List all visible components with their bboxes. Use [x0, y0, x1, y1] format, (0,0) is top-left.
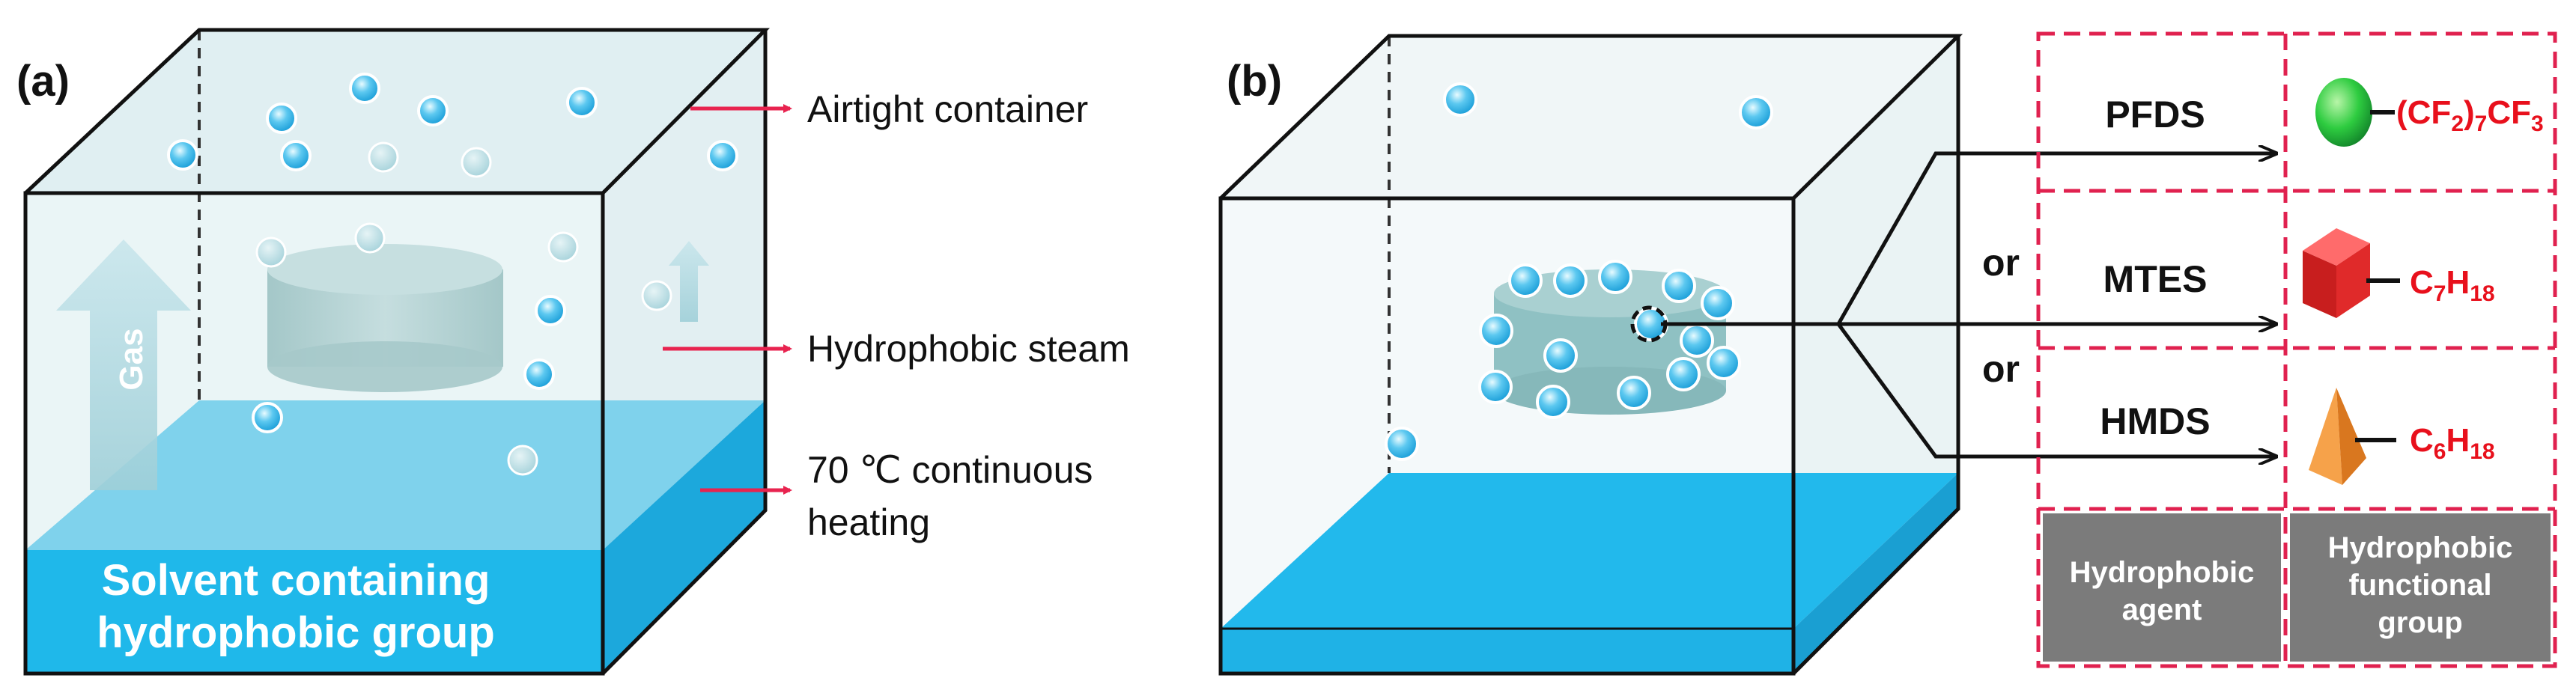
annotation-heating-line1: 70 ℃ continuous [807, 449, 1093, 491]
annotation-airtight: Airtight container [807, 88, 1088, 130]
orange-pyramid-icon [2309, 388, 2366, 485]
pfds-formula: (CF2)7CF3 [2396, 94, 2544, 136]
red-cube-icon [2303, 228, 2370, 318]
green-sphere-icon [2315, 78, 2372, 147]
vapor-droplets-b [1385, 82, 1773, 461]
container-a-top-face [25, 30, 765, 193]
or-label-1: or [1982, 242, 2020, 284]
gas-arrow-large [56, 239, 191, 490]
solvent-liquid-side [603, 400, 765, 674]
panel-b: (b) [1218, 31, 2557, 676]
or-label-2: or [1982, 348, 2020, 390]
branch-arrows [1661, 153, 2276, 457]
container-b-edges [1218, 34, 1963, 676]
agent-table-grid [2036, 31, 2557, 668]
liquid-b-side [1793, 473, 1958, 674]
annotation-steam: Hydrophobic steam [807, 328, 1130, 370]
hmds-group: C6H18 [2309, 388, 2495, 485]
footer-group-line2: functional [2348, 569, 2491, 602]
footer-cell-group [2290, 513, 2551, 662]
footer-group-line1: Hydrophobic [2328, 531, 2513, 564]
liquid-b-top [1221, 473, 1958, 629]
footer-group-line3: group [2378, 606, 2462, 639]
solvent-label-line1: Solvent containing [102, 556, 490, 605]
liquid-b-front [1221, 629, 1793, 674]
agent-hmds-label: HMDS [2100, 400, 2210, 442]
sample-cylinder-b [1494, 269, 1726, 415]
panel-a: (a) Solvent containing hydrophobic group… [16, 28, 1130, 676]
annotation-arrows-a [663, 104, 792, 495]
sample-cylinder-a [267, 244, 503, 392]
footer-agent-line1: Hydrophobic [2070, 556, 2255, 589]
mtes-group: C7H18 [2303, 228, 2495, 318]
agent-pfds-label: PFDS [2105, 94, 2205, 135]
footer-agent-line2: agent [2122, 593, 2202, 626]
container-b-top-face [1221, 36, 1958, 198]
solvent-label-line2: hydrophobic group [97, 608, 495, 657]
adsorbed-droplets-b [1478, 260, 1741, 419]
agent-mtes-label: MTES [2103, 258, 2208, 300]
solvent-liquid-front [25, 550, 603, 674]
gas-label: Gas [113, 328, 150, 390]
vapor-droplets-a [167, 73, 738, 476]
annotation-heating-line2: heating [807, 501, 930, 543]
solvent-liquid-top [25, 400, 765, 550]
panel-b-label: (b) [1227, 57, 1282, 106]
gas-arrow-small [669, 241, 709, 322]
footer-cell-agent [2043, 513, 2281, 662]
hmds-formula: C6H18 [2410, 422, 2495, 464]
pfds-group: (CF2)7CF3 [2315, 78, 2544, 147]
container-a-edges [23, 28, 771, 676]
mtes-formula: C7H18 [2410, 264, 2495, 306]
panel-a-label: (a) [16, 57, 70, 106]
